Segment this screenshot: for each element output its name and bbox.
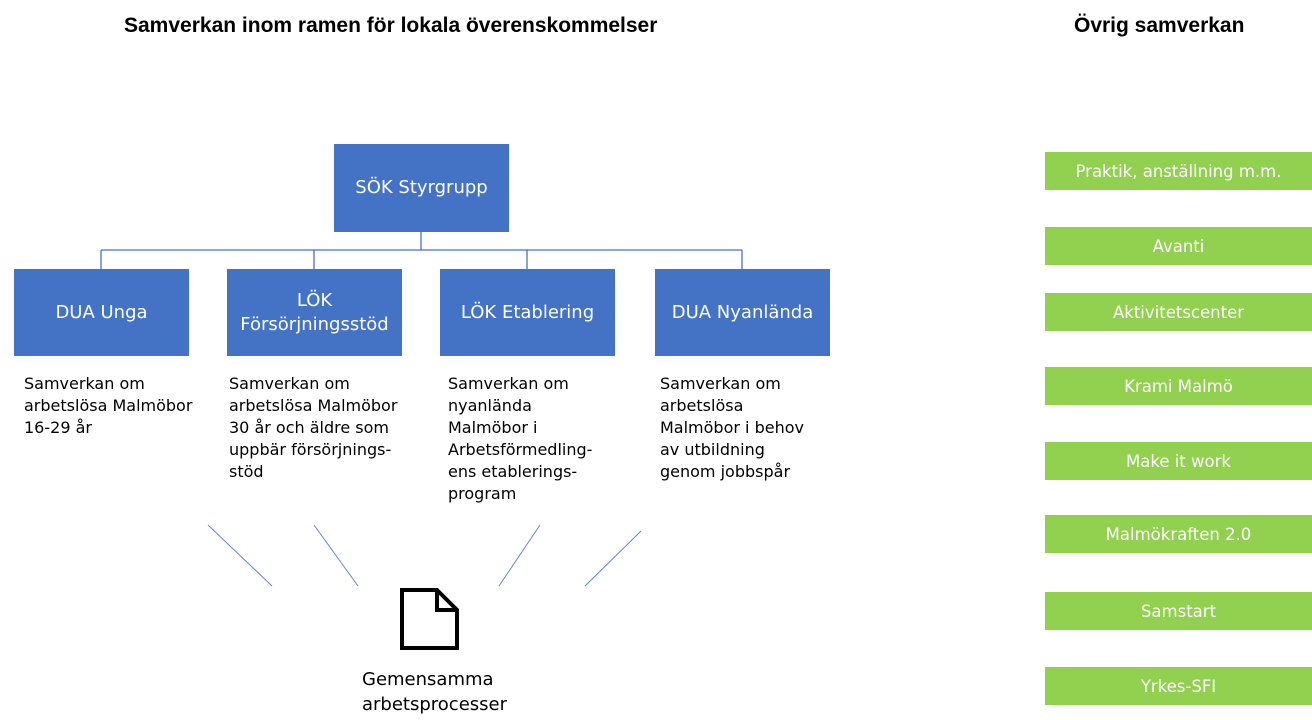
org-box-sok-styrgrupp: SÖK Styrgrupp bbox=[334, 144, 509, 232]
description-lok-etablering: Samverkan om nyanlända Malmöbor i Arbets… bbox=[448, 373, 592, 505]
other-collab-krami-malmo: Krami Malmö bbox=[1045, 367, 1312, 405]
process-line-3 bbox=[498, 524, 541, 587]
org-box-label-line: Försörjningsstöd bbox=[240, 313, 389, 335]
org-box-label: DUA Nyanlända bbox=[671, 301, 814, 323]
other-collab-make-it-work: Make it work bbox=[1045, 442, 1312, 480]
document-icon bbox=[400, 588, 459, 650]
other-collab-yrkes-sfi: Yrkes-SFI bbox=[1045, 667, 1312, 705]
org-box-label: DUA Unga bbox=[55, 301, 148, 323]
description-dua-nyanlanda: Samverkan om arbetslösa Malmöbor i behov… bbox=[660, 373, 804, 483]
org-box-dua-unga: DUA Unga bbox=[14, 269, 189, 356]
description-line: program bbox=[448, 484, 517, 503]
description-line: genom jobbspår bbox=[660, 462, 791, 481]
description-line: Samverkan om bbox=[229, 374, 350, 393]
description-line: stöd bbox=[229, 462, 264, 481]
org-box-label: LÖK Etablering bbox=[460, 301, 595, 323]
side-title: Övrig samverkan bbox=[1074, 14, 1245, 37]
description-line: ens etablerings- bbox=[448, 462, 578, 481]
other-collab-aktivitetscenter: Aktivitetscenter bbox=[1045, 293, 1312, 331]
description-line: nyanlända bbox=[448, 396, 532, 415]
org-box-label-line: LÖK bbox=[296, 289, 333, 311]
description-line: Malmöbor i behov bbox=[660, 418, 804, 437]
description-line: arbetslösa Malmöbor bbox=[24, 396, 193, 415]
description-line: av utbildning bbox=[660, 440, 765, 459]
org-box-dua-nyanlanda: DUA Nyanlända bbox=[655, 269, 830, 356]
process-line-2 bbox=[313, 524, 359, 587]
description-line: arbetslösa bbox=[660, 396, 744, 415]
other-collab-samstart: Samstart bbox=[1045, 592, 1312, 630]
shared-process-label-line: Gemensamma bbox=[362, 669, 494, 690]
description-line: Samverkan om bbox=[660, 374, 781, 393]
org-box-lok-etablering: LÖK Etablering bbox=[440, 269, 615, 356]
org-box-lok-forsorjningsstod: LÖK Försörjningsstöd bbox=[227, 269, 402, 356]
description-line: arbetslösa Malmöbor bbox=[229, 396, 398, 415]
description-line: uppbär försörjnings- bbox=[229, 440, 392, 459]
org-box-label: SÖK Styrgrupp bbox=[355, 177, 488, 198]
process-line-4 bbox=[584, 530, 642, 587]
description-line: Samverkan om bbox=[448, 374, 569, 393]
shared-process-label-line: arbetsprocesser bbox=[362, 694, 508, 715]
process-line-1 bbox=[207, 524, 273, 587]
description-dua-unga: Samverkan om arbetslösa Malmöbor 16-29 å… bbox=[24, 373, 192, 439]
description-line: 30 år och äldre som bbox=[229, 418, 389, 437]
description-line: Samverkan om bbox=[24, 374, 145, 393]
description-line: 16-29 år bbox=[24, 418, 92, 437]
main-title: Samverkan inom ramen för lokala överensk… bbox=[124, 14, 658, 37]
description-lok-forsorjningsstod: Samverkan om arbetslösa Malmöbor 30 år o… bbox=[229, 373, 397, 483]
other-collab-praktik: Praktik, anställning m.m. bbox=[1045, 152, 1312, 190]
description-line: Malmöbor i bbox=[448, 418, 538, 437]
shared-process-label: Gemensamma arbetsprocesser bbox=[362, 667, 507, 717]
other-collab-malmokraften: Malmökraften 2.0 bbox=[1045, 515, 1312, 553]
other-collab-avanti: Avanti bbox=[1045, 227, 1312, 265]
description-line: Arbetsförmedling- bbox=[448, 440, 593, 459]
